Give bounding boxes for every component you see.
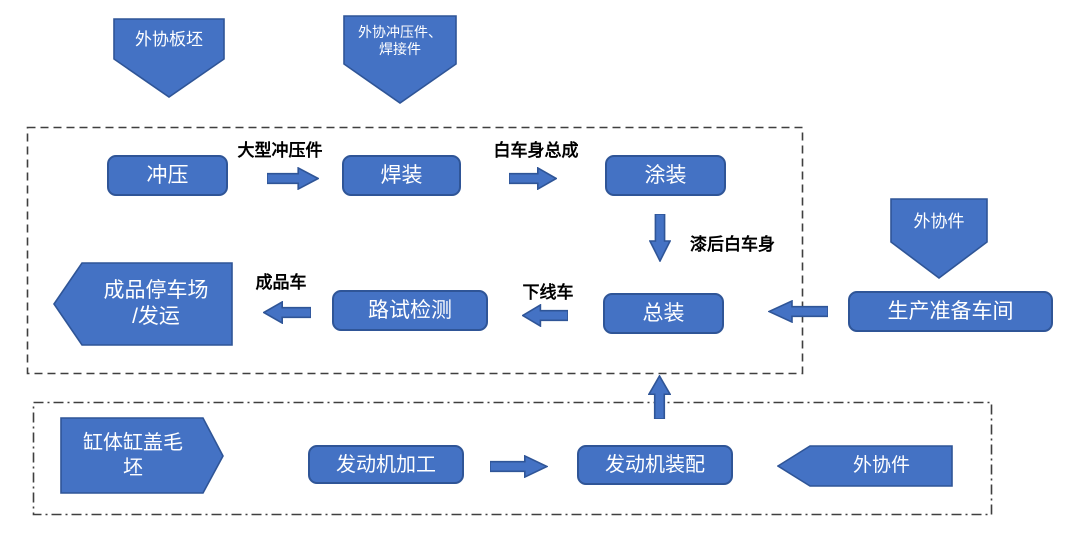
arrow-stamping-to-welding — [267, 167, 319, 190]
process-box-prep-workshop: 生产准备车间 — [848, 291, 1053, 332]
arrow-prep-to-assembly — [768, 300, 828, 323]
pentagon-external-slab — [113, 18, 225, 98]
arrow-engine-to-assembly — [648, 375, 671, 419]
engine-plant-dashdot-frame — [32, 401, 993, 516]
process-box-painting: 涂装 — [605, 155, 726, 196]
flow-label-finished-car: 成品车 — [255, 273, 307, 292]
process-box-stamping: 冲压 — [107, 155, 228, 196]
flow-label-large-stamping: 大型冲压件 — [237, 141, 323, 160]
vehicle-plant-dashed-frame — [26, 126, 804, 375]
arrow-welding-to-painting — [509, 167, 557, 190]
pentagon-external-stamp-weld — [343, 15, 457, 104]
arrow-roadtest-to-parking — [263, 301, 311, 324]
pentagon-parking-shipping — [53, 262, 233, 346]
arrow-machining-to-engine-assembly — [490, 455, 548, 478]
process-box-assembly: 总装 — [603, 293, 724, 334]
process-box-engine-assembly: 发动机装配 — [577, 445, 733, 485]
flow-label-painted-biw: 漆后白车身 — [690, 235, 775, 254]
process-box-engine-machining: 发动机加工 — [308, 445, 464, 484]
pentagon-engine-blank — [60, 417, 224, 494]
process-box-welding: 焊装 — [342, 155, 461, 196]
process-box-road-test: 路试检测 — [332, 290, 488, 331]
flow-label-offline-car: 下线车 — [522, 283, 574, 302]
arrow-assembly-to-roadtest — [522, 304, 568, 327]
pentagon-external-parts-top — [890, 198, 988, 279]
arrow-painting-to-assembly — [649, 214, 671, 262]
pentagon-external-parts-bottom — [777, 445, 953, 487]
flow-label-biw-assembly: 白车身总成 — [493, 141, 579, 160]
